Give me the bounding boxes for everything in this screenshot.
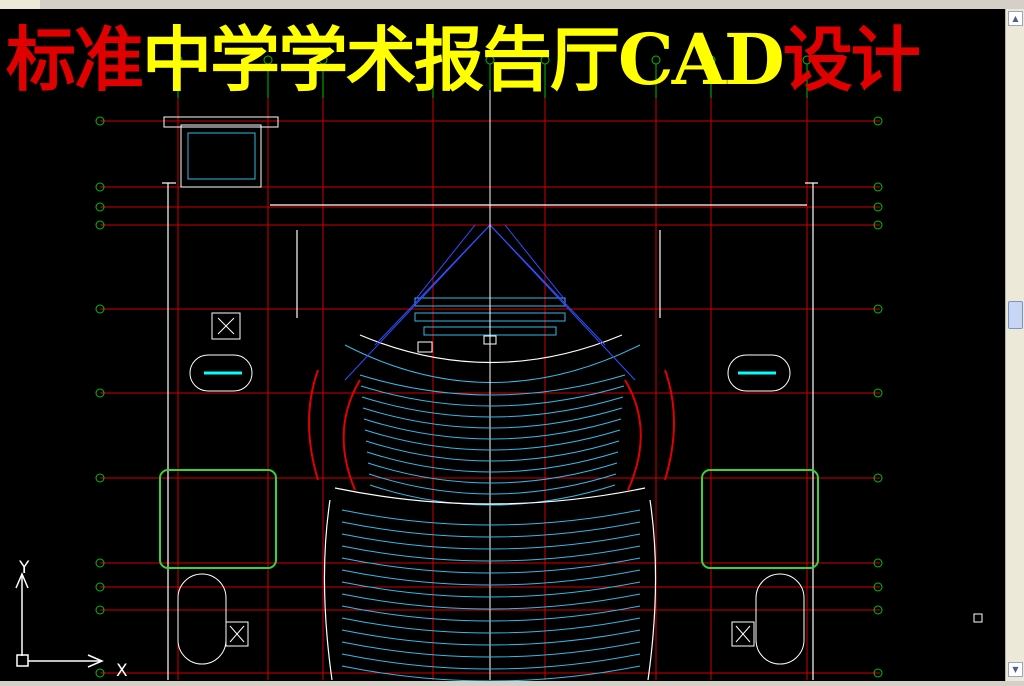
ucs-y-label: Y	[19, 558, 30, 578]
axis-bubble	[95, 388, 105, 398]
seat-row	[366, 451, 619, 473]
vertical-scrollbar[interactable]: ▲ ▼	[1005, 9, 1024, 681]
seat-row	[359, 374, 626, 396]
window-bottom-bar	[0, 681, 1024, 686]
floor-plan-drawing	[15, 55, 983, 681]
axis-bubble	[873, 202, 883, 212]
axis-bubble	[95, 220, 105, 230]
drawing-title: 标准中学学术报告厅CAD设计	[6, 15, 921, 105]
auditorium-seating	[341, 374, 641, 681]
axis-bubble	[873, 582, 883, 592]
seat-row	[360, 385, 625, 407]
seat-row	[362, 407, 623, 429]
dimension-lines	[95, 55, 883, 678]
seat-row	[364, 429, 621, 451]
seat-row	[341, 665, 641, 681]
axis-bubble	[873, 473, 883, 483]
scrollbar-thumb[interactable]	[1008, 301, 1023, 329]
axis-bubble	[95, 473, 105, 483]
axis-bubble	[95, 202, 105, 212]
axis-bubble	[873, 304, 883, 314]
cad-drawing-canvas[interactable]: 标准中学学术报告厅CAD设计 Y X	[0, 9, 1005, 681]
seat-row	[341, 581, 641, 598]
seat-row	[341, 509, 641, 526]
seat-row	[361, 396, 624, 418]
axis-bubble	[95, 182, 105, 192]
side-rooms	[159, 116, 983, 665]
axis-bubble	[873, 668, 883, 678]
axis-bubble	[873, 116, 883, 126]
seat-row	[341, 545, 641, 562]
tab-strip[interactable]	[0, 0, 40, 9]
seat-row	[367, 462, 618, 484]
title-part-1: 标准	[6, 18, 144, 101]
seat-row	[341, 629, 641, 646]
sightline	[414, 224, 476, 301]
acoustic-walls	[308, 369, 675, 491]
axis-bubble	[873, 182, 883, 192]
arrow-up-icon[interactable]: ▲	[1008, 11, 1023, 26]
title-part-3: 设计	[782, 18, 921, 101]
ucs-x-label: X	[116, 661, 128, 681]
seat-row	[369, 484, 616, 506]
sightline	[504, 224, 566, 301]
seat-row	[341, 593, 641, 610]
sightlines	[344, 90, 636, 680]
axis-bubble	[95, 558, 105, 568]
seat-row	[363, 418, 622, 440]
axis-bubble	[873, 558, 883, 568]
arrow-down-icon[interactable]: ▼	[1008, 662, 1023, 677]
building-walls	[162, 182, 818, 680]
hall-outline	[323, 487, 657, 681]
axis-bubble	[95, 668, 105, 678]
axis-bubble	[95, 605, 105, 615]
seat-row	[341, 521, 641, 538]
sightline	[489, 224, 636, 381]
title-part-2: 中学学术报告厅CAD	[142, 18, 785, 101]
axis-bubble	[873, 605, 883, 615]
axis-bubble	[95, 304, 105, 314]
seat-row	[341, 617, 641, 634]
seat-row	[341, 641, 641, 658]
seat-row	[341, 533, 641, 550]
seat-row	[368, 473, 617, 495]
sightline	[374, 224, 491, 346]
axis-bubble	[873, 220, 883, 230]
seat-row	[341, 653, 641, 670]
seat-row	[341, 605, 641, 622]
axis-bubble	[95, 582, 105, 592]
axis-bubble	[873, 388, 883, 398]
seat-row	[341, 569, 641, 586]
axis-bubble	[95, 116, 105, 126]
seat-row	[341, 557, 641, 574]
seat-row	[365, 440, 620, 462]
stage-area	[344, 297, 641, 383]
ucs-icon	[15, 572, 104, 668]
